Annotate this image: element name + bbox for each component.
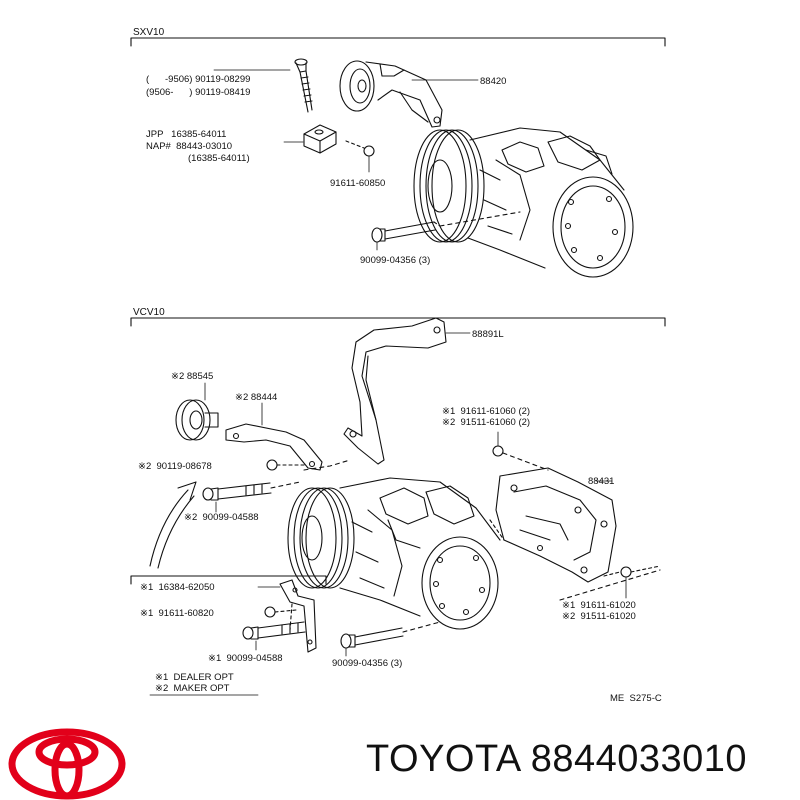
- label-sxv10-long-bolt: 90099-04356 (3): [360, 255, 430, 266]
- label-vcv10-88891l: 88891L: [472, 329, 504, 340]
- vcv10-dealer-bracket-icon: [257, 579, 317, 653]
- label-vcv10-88444: ※2 88444: [235, 392, 277, 403]
- label-vcv10-04588-upper: ※2 90099-04588: [184, 512, 259, 523]
- label-sxv10-bolt-b: (9506- ) 90119-08419: [146, 87, 250, 98]
- toyota-logo-icon: [8, 728, 126, 800]
- vcv10-long-bolt-icon: [340, 621, 441, 657]
- label-vcv10-61020-2: ※2 91511-61020: [562, 611, 636, 622]
- vcv10-washer-61020-icon: [603, 565, 661, 599]
- brand-caption: TOYOTA 8844033010: [366, 738, 747, 781]
- label-vcv10-long-bolt: 90099-04356 (3): [332, 658, 402, 669]
- vcv10-washer-60820-icon: [264, 606, 297, 618]
- vcv10-idler-pulley-icon: [175, 382, 219, 441]
- sxv10-spacer-icon: [303, 124, 337, 154]
- label-sxv10-jpp: JPP 16385-64011: [146, 129, 226, 140]
- label-vcv10-04588-lower: ※1 90099-04588: [208, 653, 283, 664]
- vcv10-bolt-upper-icon: [202, 481, 301, 513]
- diagram-labels: SXV10 ( -9506) 90119-08299 (9506- ) 9011…: [133, 27, 662, 704]
- label-vcv10-88431: 88431: [588, 476, 614, 487]
- brand-name: TOYOTA: [366, 738, 520, 780]
- label-sxv10-washer: 91611-60850: [330, 178, 385, 189]
- label-vcv10-60820: ※1 91611-60820: [140, 608, 214, 619]
- label-sxv10-88420: 88420: [480, 76, 506, 87]
- label-maker-opt: ※2 MAKER OPT: [155, 683, 230, 694]
- label-vcv10-61060-1: ※1 91611-61060 (2): [442, 406, 530, 417]
- vcv10-compressor-icon: [287, 477, 501, 630]
- label-sxv10-nap-sub: (16385-64011): [188, 153, 250, 164]
- label-vcv10-61020-1: ※1 91611-61020: [562, 600, 636, 611]
- vcv10-washer-61060-icon: [492, 431, 549, 471]
- label-vcv10-62050: ※1 16384-62050: [140, 582, 215, 593]
- part-number: 8844033010: [530, 738, 748, 780]
- label-vcv10-08678: ※2 90119-08678: [138, 461, 212, 472]
- sxv10-idler-pulley-icon: [339, 60, 443, 128]
- sxv10-compressor-icon: [413, 127, 634, 278]
- section-title-vcv10: VCV10: [133, 307, 165, 318]
- sxv10-washer-icon: [345, 140, 375, 173]
- vcv10-bracket-88891l-icon: [343, 317, 447, 465]
- sxv10-long-bolt-icon: [371, 211, 521, 251]
- sxv10-bolt-icon: [294, 58, 313, 113]
- label-sxv10-bolt-a: ( -9506) 90119-08299: [146, 74, 250, 85]
- vcv10-bracket-88431-icon: [495, 467, 617, 583]
- footer-code: ME S275-C: [610, 693, 662, 704]
- vcv10-frame: [130, 317, 666, 327]
- label-dealer-opt: ※1 DEALER OPT: [155, 672, 234, 683]
- vcv10-dealer-group-frame: [130, 575, 327, 585]
- label-vcv10-61060-2: ※2 91511-61060 (2): [442, 417, 530, 428]
- label-vcv10-88545: ※2 88545: [171, 371, 213, 382]
- section-title-sxv10: SXV10: [133, 27, 165, 38]
- sxv10-frame: [130, 37, 666, 47]
- vcv10-washer-icon: [266, 459, 351, 471]
- vcv10-bolt-lower-icon: [242, 621, 306, 651]
- arrow-icon: [149, 481, 197, 569]
- label-sxv10-nap: NAP# 88443-03010: [146, 141, 232, 152]
